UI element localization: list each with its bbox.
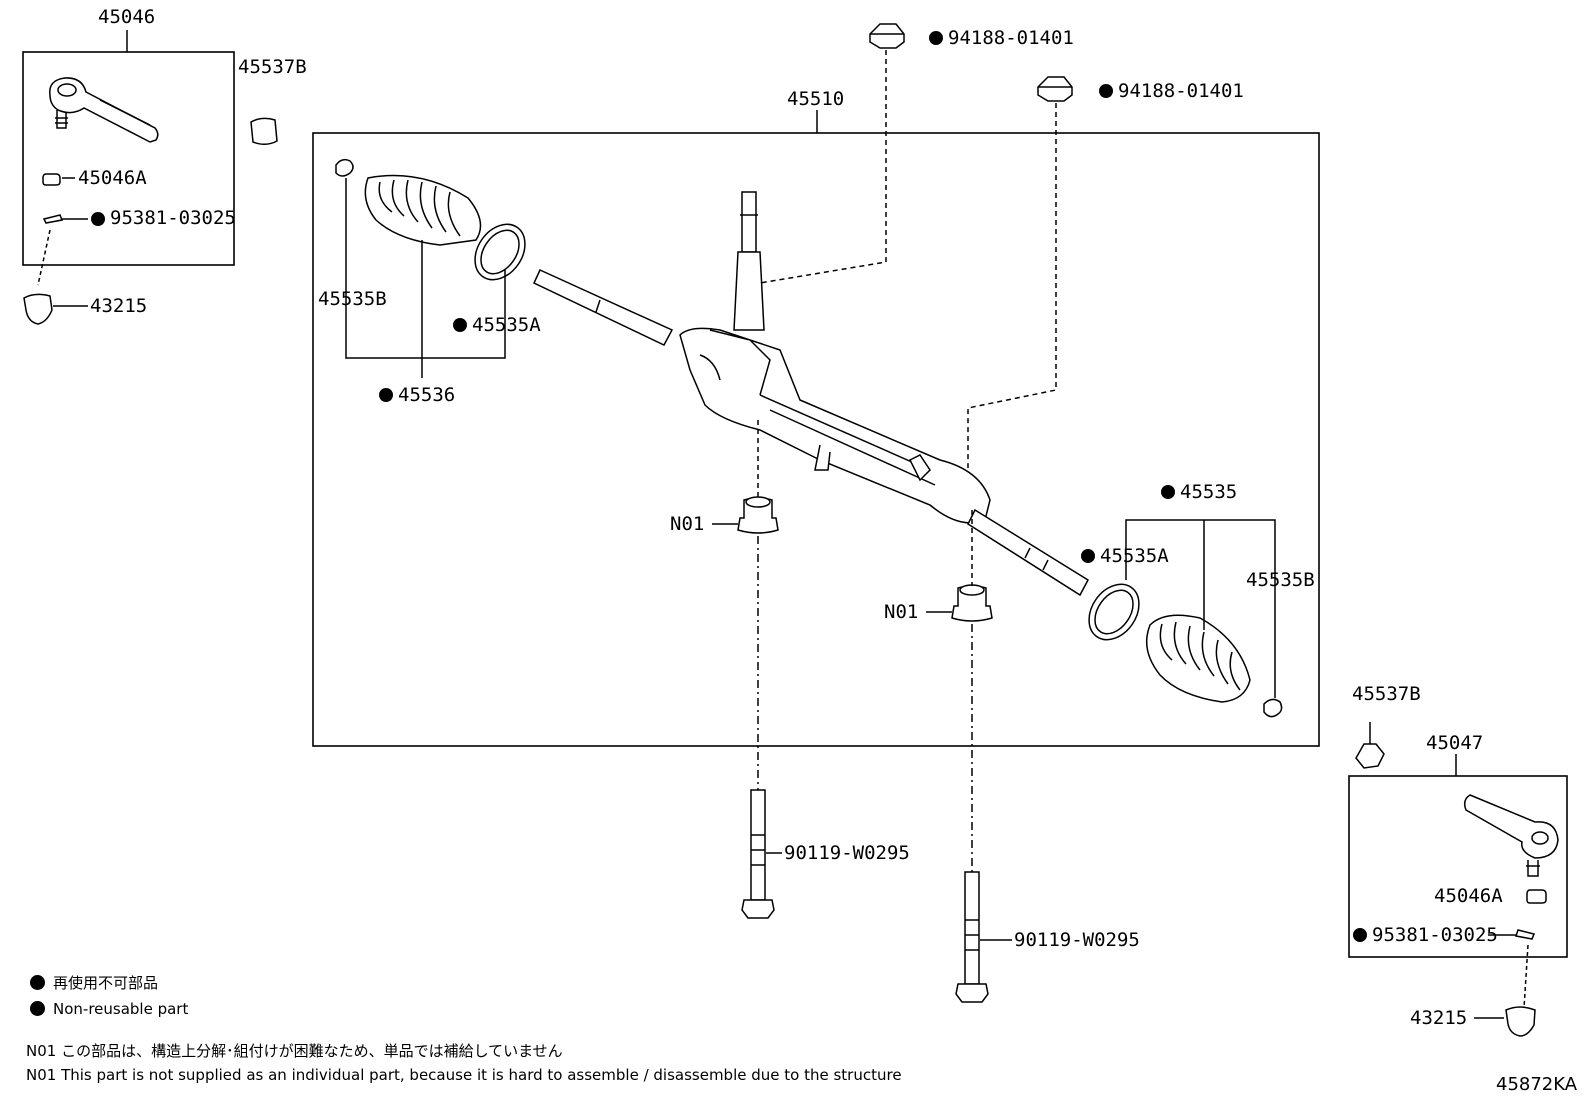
legend-en-text: Non-reusable part <box>53 1000 189 1018</box>
non-reusable-dot <box>30 1001 45 1016</box>
label-95381-left: 95381-03025 <box>110 207 236 229</box>
label-43215-left: 43215 <box>90 295 147 317</box>
label-45047: 45047 <box>1426 732 1483 754</box>
label-n01-left: N01 <box>670 513 704 535</box>
non-reusable-dot <box>91 212 105 226</box>
label-45535a-right: 45535A <box>1100 545 1169 567</box>
bolt-90119-right <box>955 871 989 1003</box>
label-45046: 45046 <box>98 6 155 28</box>
label-45535b-left: 45535B <box>318 288 387 310</box>
cotter-pin-left <box>42 214 64 224</box>
clamp-45537b-left <box>250 117 278 145</box>
legend-en: Non-reusable part <box>30 1000 188 1018</box>
clamp-45537b-right <box>1355 743 1385 769</box>
nut-94188-top <box>869 23 943 49</box>
label-45536: 45536 <box>398 384 455 406</box>
label-90119-right: 90119-W0295 <box>1014 929 1140 951</box>
bushing-n01-right <box>951 584 993 622</box>
non-reusable-dot <box>30 975 45 990</box>
grease-cap-43215-right <box>1505 1006 1536 1037</box>
label-95381-right: 95381-03025 <box>1372 924 1498 946</box>
cotter-pin-right <box>1515 929 1536 940</box>
label-45535: 45535 <box>1180 481 1237 503</box>
label-43215-right: 43215 <box>1410 1007 1467 1029</box>
label-45535b-right: 45535B <box>1246 569 1315 591</box>
group-45046 <box>22 30 235 286</box>
label-94188-second: 94188-01401 <box>1118 80 1244 102</box>
tie-rod-end-left <box>49 77 159 143</box>
label-45537b-left: 45537B <box>238 56 307 78</box>
label-n01-right: N01 <box>884 601 918 623</box>
label-94188-top: 94188-01401 <box>948 27 1074 49</box>
label-45046a-left: 45046A <box>78 167 147 189</box>
label-45535a-left: 45535A <box>472 314 541 336</box>
boot-assembly-left <box>335 158 526 281</box>
nut-45046a-right <box>1526 889 1547 904</box>
bolt-90119-left <box>741 789 775 919</box>
label-45510: 45510 <box>787 88 844 110</box>
note-jp: N01 この部品は、構造上分解･組付けが困難なため、単品では補給していません <box>26 1042 563 1060</box>
nut-94188-second <box>1037 76 1113 102</box>
boot-assembly-right <box>1088 583 1283 718</box>
bushing-n01-left <box>737 496 779 534</box>
label-90119-left: 90119-W0295 <box>784 842 910 864</box>
label-45046a-right: 45046A <box>1434 885 1503 907</box>
legend-jp-text: 再使用不可部品 <box>53 974 159 992</box>
tie-rod-end-right <box>1463 794 1559 877</box>
figure-id: 45872KA <box>1496 1074 1578 1095</box>
label-45537b-right: 45537B <box>1352 683 1421 705</box>
nut-45046a-left <box>42 173 61 186</box>
grease-cap-43215-left <box>23 293 53 325</box>
note-en: N01 This part is not supplied as an indi… <box>26 1066 902 1084</box>
legend-jp: 再使用不可部品 <box>30 972 158 993</box>
steering-gear-rack <box>533 191 1089 597</box>
